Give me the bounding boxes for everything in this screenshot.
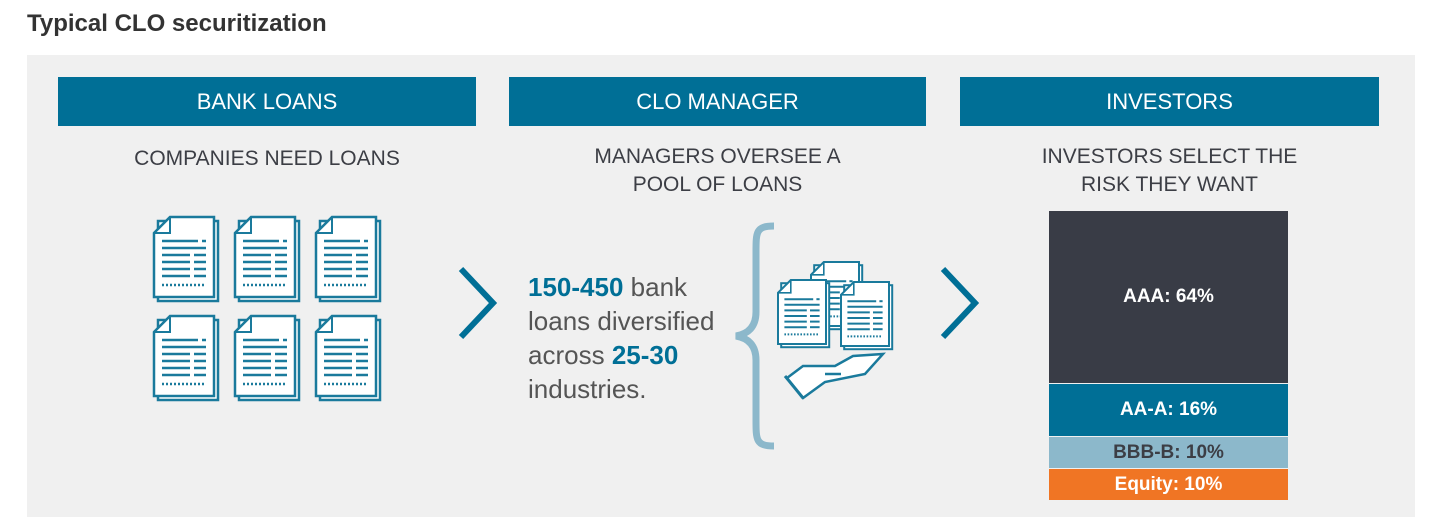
manager-description: 150-450 bank loans diversified across 25… xyxy=(528,270,728,406)
description-text: industries. xyxy=(528,374,647,404)
loan-documents-icon xyxy=(152,215,382,402)
clo-manager-subtitle: MANAGERS OVERSEE A POOL OF LOANS xyxy=(509,143,926,199)
chevron-right-icon xyxy=(458,266,498,340)
tranche-aaa: AAA: 64% xyxy=(1049,211,1288,383)
investors-subtitle: INVESTORS SELECT THE RISK THEY WANT xyxy=(960,143,1379,199)
tranche-bbb-b: BBB-B: 10% xyxy=(1049,437,1288,468)
loan-count: 150-450 xyxy=(528,272,624,302)
header-investors: INVESTORS xyxy=(960,77,1379,126)
brace-icon xyxy=(735,222,775,450)
subtitle-line: POOL OF LOANS xyxy=(632,173,803,196)
loan-pool-hand-icon xyxy=(776,260,894,400)
bank-loans-subtitle: COMPANIES NEED LOANS xyxy=(134,147,400,170)
subtitle-line: MANAGERS OVERSEE A xyxy=(594,145,841,168)
page-title: Typical CLO securitization xyxy=(27,10,327,37)
header-clo-manager: CLO MANAGER xyxy=(509,77,926,126)
description-text: bank loans diversified across xyxy=(528,272,715,370)
industry-count: 25-30 xyxy=(611,340,679,370)
header-bank-loans: BANK LOANS xyxy=(58,77,476,126)
tranche-equity: Equity: 10% xyxy=(1049,469,1288,500)
chevron-right-icon xyxy=(940,266,980,340)
subtitle-line: INVESTORS SELECT THE xyxy=(1041,145,1298,168)
subtitle-line: RISK THEY WANT xyxy=(1081,173,1258,196)
tranche-aa-a: AA-A: 16% xyxy=(1049,384,1288,436)
